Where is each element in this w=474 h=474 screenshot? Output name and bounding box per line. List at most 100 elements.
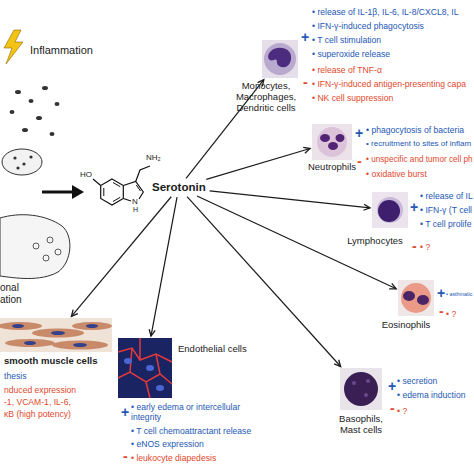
basophil-granule — [364, 393, 368, 397]
platelet — [15, 90, 21, 94]
annotation-text: • unspecific and tumor cell ph — [366, 155, 473, 165]
endothelial-nucleus — [146, 365, 154, 371]
plus-sign: + — [388, 378, 396, 395]
connector-arrow — [187, 197, 341, 367]
annotation-text: • T cell prolife — [420, 219, 471, 229]
cell-photo-bg — [262, 40, 298, 78]
endothelial-nucleus — [156, 385, 164, 391]
annotation-text: HO — [80, 170, 92, 180]
annotation-text: • edema induction — [397, 390, 465, 400]
annotation-text: • T cell stimulation — [312, 35, 381, 45]
minus-sign: - — [412, 238, 417, 255]
plus-sign: + — [410, 199, 418, 216]
eosinophil-cytoplasm — [401, 283, 431, 313]
annotation-text: NH₂ — [146, 153, 161, 163]
muscle-nucleus — [73, 343, 87, 347]
cell-node: Lymphocytes — [372, 192, 408, 228]
endothelial-nucleus — [124, 358, 132, 364]
double-bond — [136, 185, 140, 191]
minus-sign: - — [303, 74, 308, 91]
annotation-text: N — [132, 197, 138, 207]
annotation-text: onal ation — [0, 282, 32, 306]
source-cell — [2, 149, 42, 175]
plus-sign: + — [301, 29, 309, 46]
cell-photo-bg — [340, 368, 382, 410]
connector-arrow — [210, 191, 370, 210]
annotation-text: κB (high potency) — [4, 409, 71, 419]
cell-photo-bg — [372, 192, 408, 228]
minus-sign: - — [357, 153, 362, 170]
minus-sign: - — [439, 303, 444, 320]
annotation-text: • ? — [420, 242, 430, 252]
double-bond — [113, 197, 120, 201]
annotation-text: • IFN-γ-induced antigen-presenting capa — [312, 79, 466, 89]
lightning-symbol — [4, 30, 23, 64]
minus-sign: - — [390, 400, 395, 417]
molecule-name: Serotonin — [152, 181, 206, 194]
cell-label: smooth muscle cells — [4, 356, 124, 367]
muscle-nucleus — [86, 324, 98, 328]
connector-line — [151, 197, 177, 336]
annotation-text: nduced expression — [4, 385, 76, 395]
arrow-head — [71, 310, 77, 317]
arrow-head — [149, 329, 155, 336]
annotation-text: • superoxide release — [312, 49, 390, 59]
annotation-text: • ? — [397, 406, 407, 416]
annotation-text: • release of IL-1β, IL-6, IL-8/CXCL8, IL — [312, 7, 458, 17]
arrow-head — [334, 360, 340, 367]
lymphocyte-cytoplasm — [377, 197, 403, 223]
endothelium-photo — [118, 338, 172, 398]
basophil-granule — [352, 381, 356, 385]
release-arrow-head — [72, 185, 84, 199]
basophil-granule — [366, 379, 370, 383]
double-bond — [113, 183, 120, 187]
cell-photo-bg — [398, 280, 434, 316]
annotation-text: • ? — [446, 309, 456, 319]
annotation-text: • release of TNF-α — [312, 65, 382, 75]
granule — [22, 162, 25, 165]
hydroxyl-bond — [93, 179, 101, 186]
annotation-text: • phagocytosis of bacteria — [366, 125, 464, 135]
vesicle — [43, 255, 49, 261]
molecule-node: Serotonin — [150, 180, 208, 195]
minus-sign: - — [123, 448, 128, 465]
platelet — [10, 110, 15, 114]
muscle-nucleus — [12, 324, 24, 328]
annotation-text: -1, VCAM-1, IL-6, — [4, 397, 71, 407]
cell-label: Neutrophils — [302, 162, 362, 173]
cell-node: Basophils, Mast cells — [340, 368, 382, 410]
connector-line — [206, 149, 310, 180]
cell-label: Basophils, Mast cells — [330, 414, 392, 436]
annotation-text: • IFN-γ-induced phagocytosis — [312, 21, 424, 31]
annotation-text: • leukocyte diapedesis — [131, 453, 216, 463]
annotation-text: • asthmatic — [446, 291, 472, 297]
neuron-terminal — [0, 215, 70, 279]
annotation-text: • NK cell suppression — [312, 93, 393, 103]
cell-junction — [118, 338, 172, 398]
annotation-text: • early edema or intercellular integrity — [131, 402, 271, 423]
neutrophil-lobe — [336, 134, 345, 142]
annotation-text: • release of IL — [420, 191, 473, 201]
annotation-text: • IFN-γ (T cell — [420, 205, 472, 215]
arrow-head — [363, 204, 370, 210]
connector-line — [210, 191, 370, 208]
muscle-cell — [52, 341, 108, 350]
lymphocyte-nucleus — [378, 200, 400, 222]
connector-line — [187, 197, 341, 367]
granule — [29, 155, 32, 158]
muscle-cell — [5, 339, 55, 347]
double-bond — [103, 188, 104, 196]
arrow-head — [303, 147, 310, 153]
vesicle — [55, 249, 61, 255]
cell-label: Endothelial cells — [178, 344, 278, 355]
monocyte-cytoplasm — [264, 43, 296, 75]
plus-sign: + — [121, 404, 129, 421]
platelet — [50, 132, 55, 136]
muscle-nucleus — [51, 331, 65, 335]
vesicle — [47, 237, 53, 243]
platelet — [55, 102, 60, 106]
granule — [13, 156, 16, 159]
side-chain — [136, 166, 150, 182]
cell-node: smooth muscle cells — [0, 318, 112, 352]
